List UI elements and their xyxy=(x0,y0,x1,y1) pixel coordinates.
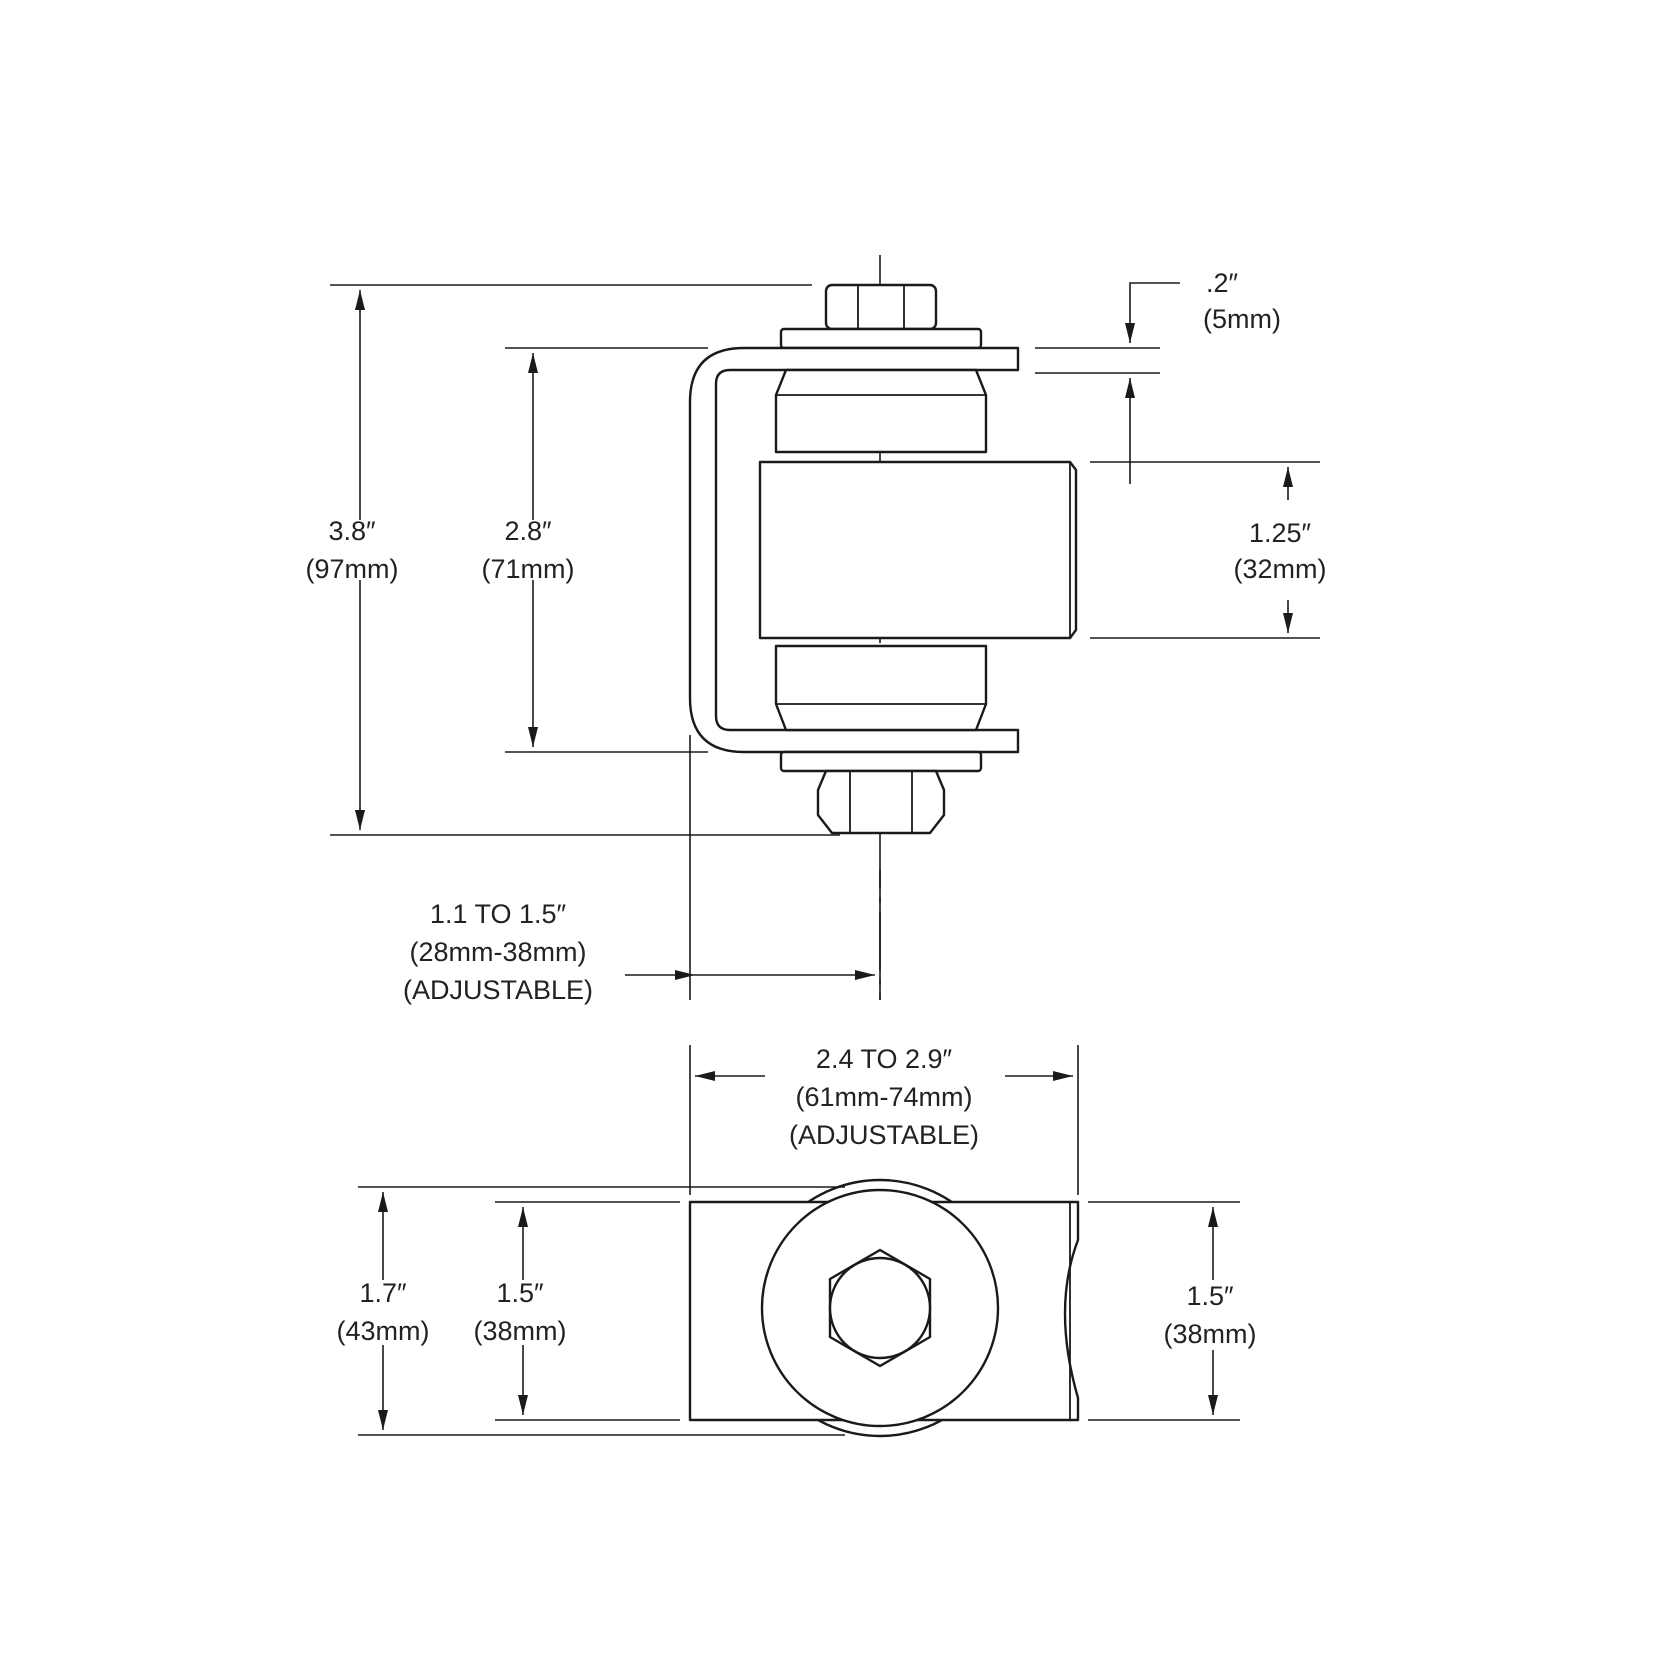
dim-overall-height: 3.8″ (97mm) xyxy=(306,290,399,830)
plate-height-metric: (38mm) xyxy=(474,1316,567,1346)
bottom-nut xyxy=(816,769,946,835)
bracket-height-metric: (71mm) xyxy=(482,554,575,584)
offset-imperial: 1.1 TO 1.5″ xyxy=(430,899,567,929)
overall-width-note: (ADJUSTABLE) xyxy=(789,1120,979,1150)
overall-height-imperial: 3.8″ xyxy=(328,516,376,546)
plate-thickness-imperial: .2″ xyxy=(1206,268,1239,298)
dim-plate-thickness: .2″ (5mm) xyxy=(1125,268,1281,484)
overall-height-metric: (97mm) xyxy=(306,554,399,584)
barrel xyxy=(758,460,1078,640)
dim-barrel-height: 1.5″ (38mm) xyxy=(1164,1207,1257,1415)
barrel-length-metric: (32mm) xyxy=(1234,554,1327,584)
u-bracket xyxy=(688,346,1020,754)
side-view: 3.8″ (97mm) 2.8″ (71mm) .2″ (5mm) 1.25″ … xyxy=(306,255,1327,1005)
top-nut xyxy=(824,283,938,331)
outer-height-imperial: 1.7″ xyxy=(359,1278,407,1308)
upper-bushing xyxy=(774,368,988,454)
barrel-length-imperial: 1.25″ xyxy=(1249,518,1312,548)
barrel-height-metric: (38mm) xyxy=(1164,1319,1257,1349)
dim-bracket-height: 2.8″ (71mm) xyxy=(482,353,575,747)
barrel-height-imperial: 1.5″ xyxy=(1186,1281,1234,1311)
overall-width-metric: (61mm-74mm) xyxy=(795,1082,972,1112)
plate-height-imperial: 1.5″ xyxy=(496,1278,544,1308)
bottom-washer xyxy=(779,750,983,773)
lower-bushing xyxy=(774,644,988,732)
overall-width-imperial: 2.4 TO 2.9″ xyxy=(816,1044,953,1074)
plate-thickness-metric: (5mm) xyxy=(1203,304,1281,334)
dim-barrel-length: 1.25″ (32mm) xyxy=(1234,467,1327,633)
top-view: 2.4 TO 2.9″ (61mm-74mm) (ADJUSTABLE) 1.7… xyxy=(337,1044,1257,1438)
dim-plate-height: 1.5″ (38mm) xyxy=(474,1207,567,1415)
dim-outer-height: 1.7″ (43mm) xyxy=(337,1192,430,1430)
offset-note: (ADJUSTABLE) xyxy=(403,975,593,1005)
dim-overall-width: 2.4 TO 2.9″ (61mm-74mm) (ADJUSTABLE) xyxy=(695,1044,1073,1150)
top-washer xyxy=(779,327,983,350)
bracket-height-imperial: 2.8″ xyxy=(504,516,552,546)
top-view-bolt xyxy=(828,1256,932,1360)
outer-height-metric: (43mm) xyxy=(337,1316,430,1346)
dim-offset: 1.1 TO 1.5″ (28mm-38mm) (ADJUSTABLE) xyxy=(403,899,875,1005)
offset-metric: (28mm-38mm) xyxy=(409,937,586,967)
